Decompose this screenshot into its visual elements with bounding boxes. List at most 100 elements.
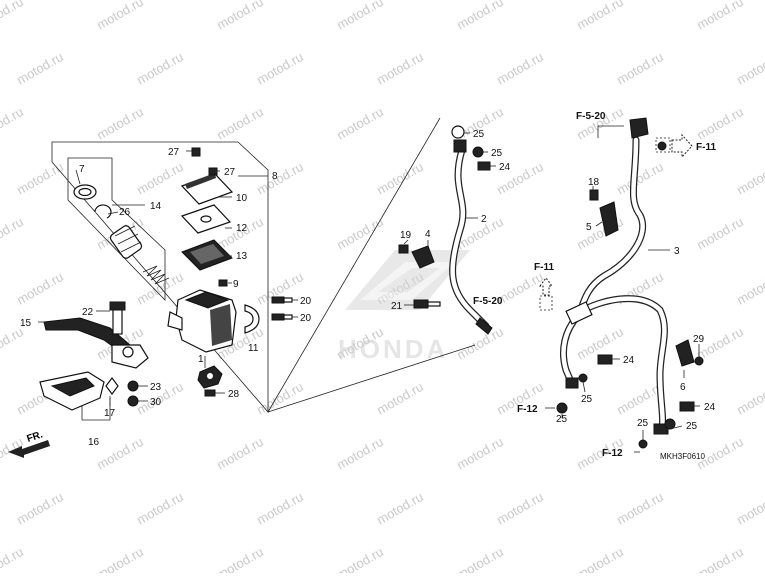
part-13-diaphragm	[181, 239, 233, 271]
callout-27a: 27	[168, 147, 180, 158]
part-25-washer-e	[664, 418, 676, 430]
part-25-washer-f	[638, 439, 648, 449]
group-frame-14	[67, 157, 166, 301]
callout-27b: 27	[224, 167, 236, 178]
watermark-text: motod.ru	[214, 0, 266, 33]
watermark-text: motod.ru	[734, 379, 765, 418]
watermark-text: motod.ru	[734, 269, 765, 308]
watermark-text: motod.ru	[574, 104, 626, 143]
part-9-screw	[218, 279, 228, 287]
hose-joint-bolt	[657, 141, 667, 151]
watermark-text: motod.ru	[254, 49, 306, 88]
watermark-text: motod.ru	[94, 434, 146, 473]
part-24-bolt-a	[477, 161, 491, 171]
callout-21: 21	[391, 301, 403, 312]
part-17-pin	[105, 377, 119, 395]
callout-25d: 25	[556, 414, 568, 425]
callout-5: 5	[586, 222, 592, 233]
watermark-text: motod.ru	[454, 324, 506, 363]
leader-frame-top	[267, 117, 441, 413]
ref-box-f11-left	[539, 295, 553, 311]
callout-17: 17	[104, 408, 116, 419]
callout-20a: 20	[300, 296, 312, 307]
watermark-text: motod.ru	[734, 159, 765, 198]
watermark-text: motod.ru	[134, 159, 186, 198]
part-16-lever-bracket	[39, 371, 105, 411]
watermark-text: motod.ru	[0, 104, 26, 143]
watermark-text: motod.ru	[494, 49, 546, 88]
part-11-clamp	[244, 304, 260, 334]
watermark-text: motod.ru	[694, 0, 746, 33]
callout-7: 7	[79, 164, 85, 175]
leader-lines	[38, 132, 700, 453]
direction-label: FR.	[26, 429, 45, 445]
callout-25e: 25	[686, 421, 698, 432]
part-20-bolts	[271, 296, 293, 321]
callout-24c: 24	[704, 402, 716, 413]
callout-20b: 20	[300, 313, 312, 324]
part-18-bolt	[589, 189, 599, 201]
brand-text: HONDA	[338, 334, 448, 364]
ref-f11-left: F-11	[534, 262, 554, 273]
callout-25b: 25	[491, 148, 503, 159]
callout-24a: 24	[499, 162, 511, 173]
ref-f520-mid: F-5-20	[473, 296, 503, 307]
watermark-text: motod.ru	[254, 379, 306, 418]
part-25-washer-c	[578, 373, 588, 383]
watermark-text: motod.ru	[574, 0, 626, 33]
part-4-hose-clamp	[411, 245, 435, 269]
part-19-bolt	[398, 244, 409, 254]
part-24-bolt-c	[679, 401, 695, 412]
forward-arrow: FR.	[8, 429, 50, 458]
callout-24b: 24	[623, 355, 635, 366]
callout-1: 1	[198, 354, 204, 365]
part-7-boot	[73, 184, 97, 200]
callout-8: 8	[272, 171, 278, 182]
watermark-text: motod.ru	[0, 214, 26, 253]
watermark-text: motod.ru	[734, 49, 765, 88]
callout-30: 30	[150, 397, 162, 408]
callout-19: 19	[400, 230, 412, 241]
callout-29: 29	[693, 334, 705, 345]
part-28-screw	[204, 389, 216, 397]
watermark-text: motod.ru	[14, 489, 66, 528]
part-30-nut	[127, 395, 139, 407]
watermark-text: motod.ru	[94, 104, 146, 143]
watermark-text: motod.ru	[734, 489, 765, 528]
watermark-text: motod.ru	[614, 159, 666, 198]
part-master-cylinder-body	[167, 289, 237, 353]
callout-4: 4	[425, 229, 431, 240]
ref-arrow-f11-left	[539, 277, 553, 296]
watermark-text: motod.ru	[134, 49, 186, 88]
watermark-text: motod.ru	[214, 434, 266, 473]
reference-labels: F-5-20 F-5-20 F-11 F-11 F-12 F-12	[473, 111, 716, 459]
callout-14: 14	[150, 201, 162, 212]
part-25-washer-d	[556, 402, 568, 414]
watermark-text: motod.ru	[334, 0, 386, 33]
ref-f12-b: F-12	[602, 448, 623, 459]
watermark-text: motod.ru	[574, 544, 626, 573]
watermark-text: motod.ru	[374, 379, 426, 418]
watermark-text: motod.ru	[454, 434, 506, 473]
part-23-nut	[127, 380, 139, 392]
callout-11: 11	[248, 343, 259, 354]
part-22-pivot-bolt	[109, 301, 126, 335]
diagram-code: MKH3F0610	[660, 452, 705, 461]
part-26-circlip	[94, 204, 112, 219]
callout-25a: 25	[473, 129, 485, 140]
part-29-bolt	[694, 356, 704, 366]
callout-26: 26	[119, 207, 131, 218]
watermark-text: motod.ru	[0, 544, 26, 573]
leader-frame-bottom	[267, 344, 476, 413]
watermark-text: motod.ru	[0, 0, 26, 33]
part-25-washer-a	[451, 125, 465, 139]
callout-18: 18	[588, 177, 600, 188]
part-25-washer-b	[472, 146, 484, 158]
part-10-reservoir-cap	[180, 173, 234, 205]
ref-f520-top: F-5-20	[576, 111, 606, 122]
part-1-stop-switch	[197, 365, 223, 389]
watermark-text: motod.ru	[94, 544, 146, 573]
ref-f11-right: F-11	[696, 142, 716, 153]
callout-3: 3	[674, 246, 680, 257]
